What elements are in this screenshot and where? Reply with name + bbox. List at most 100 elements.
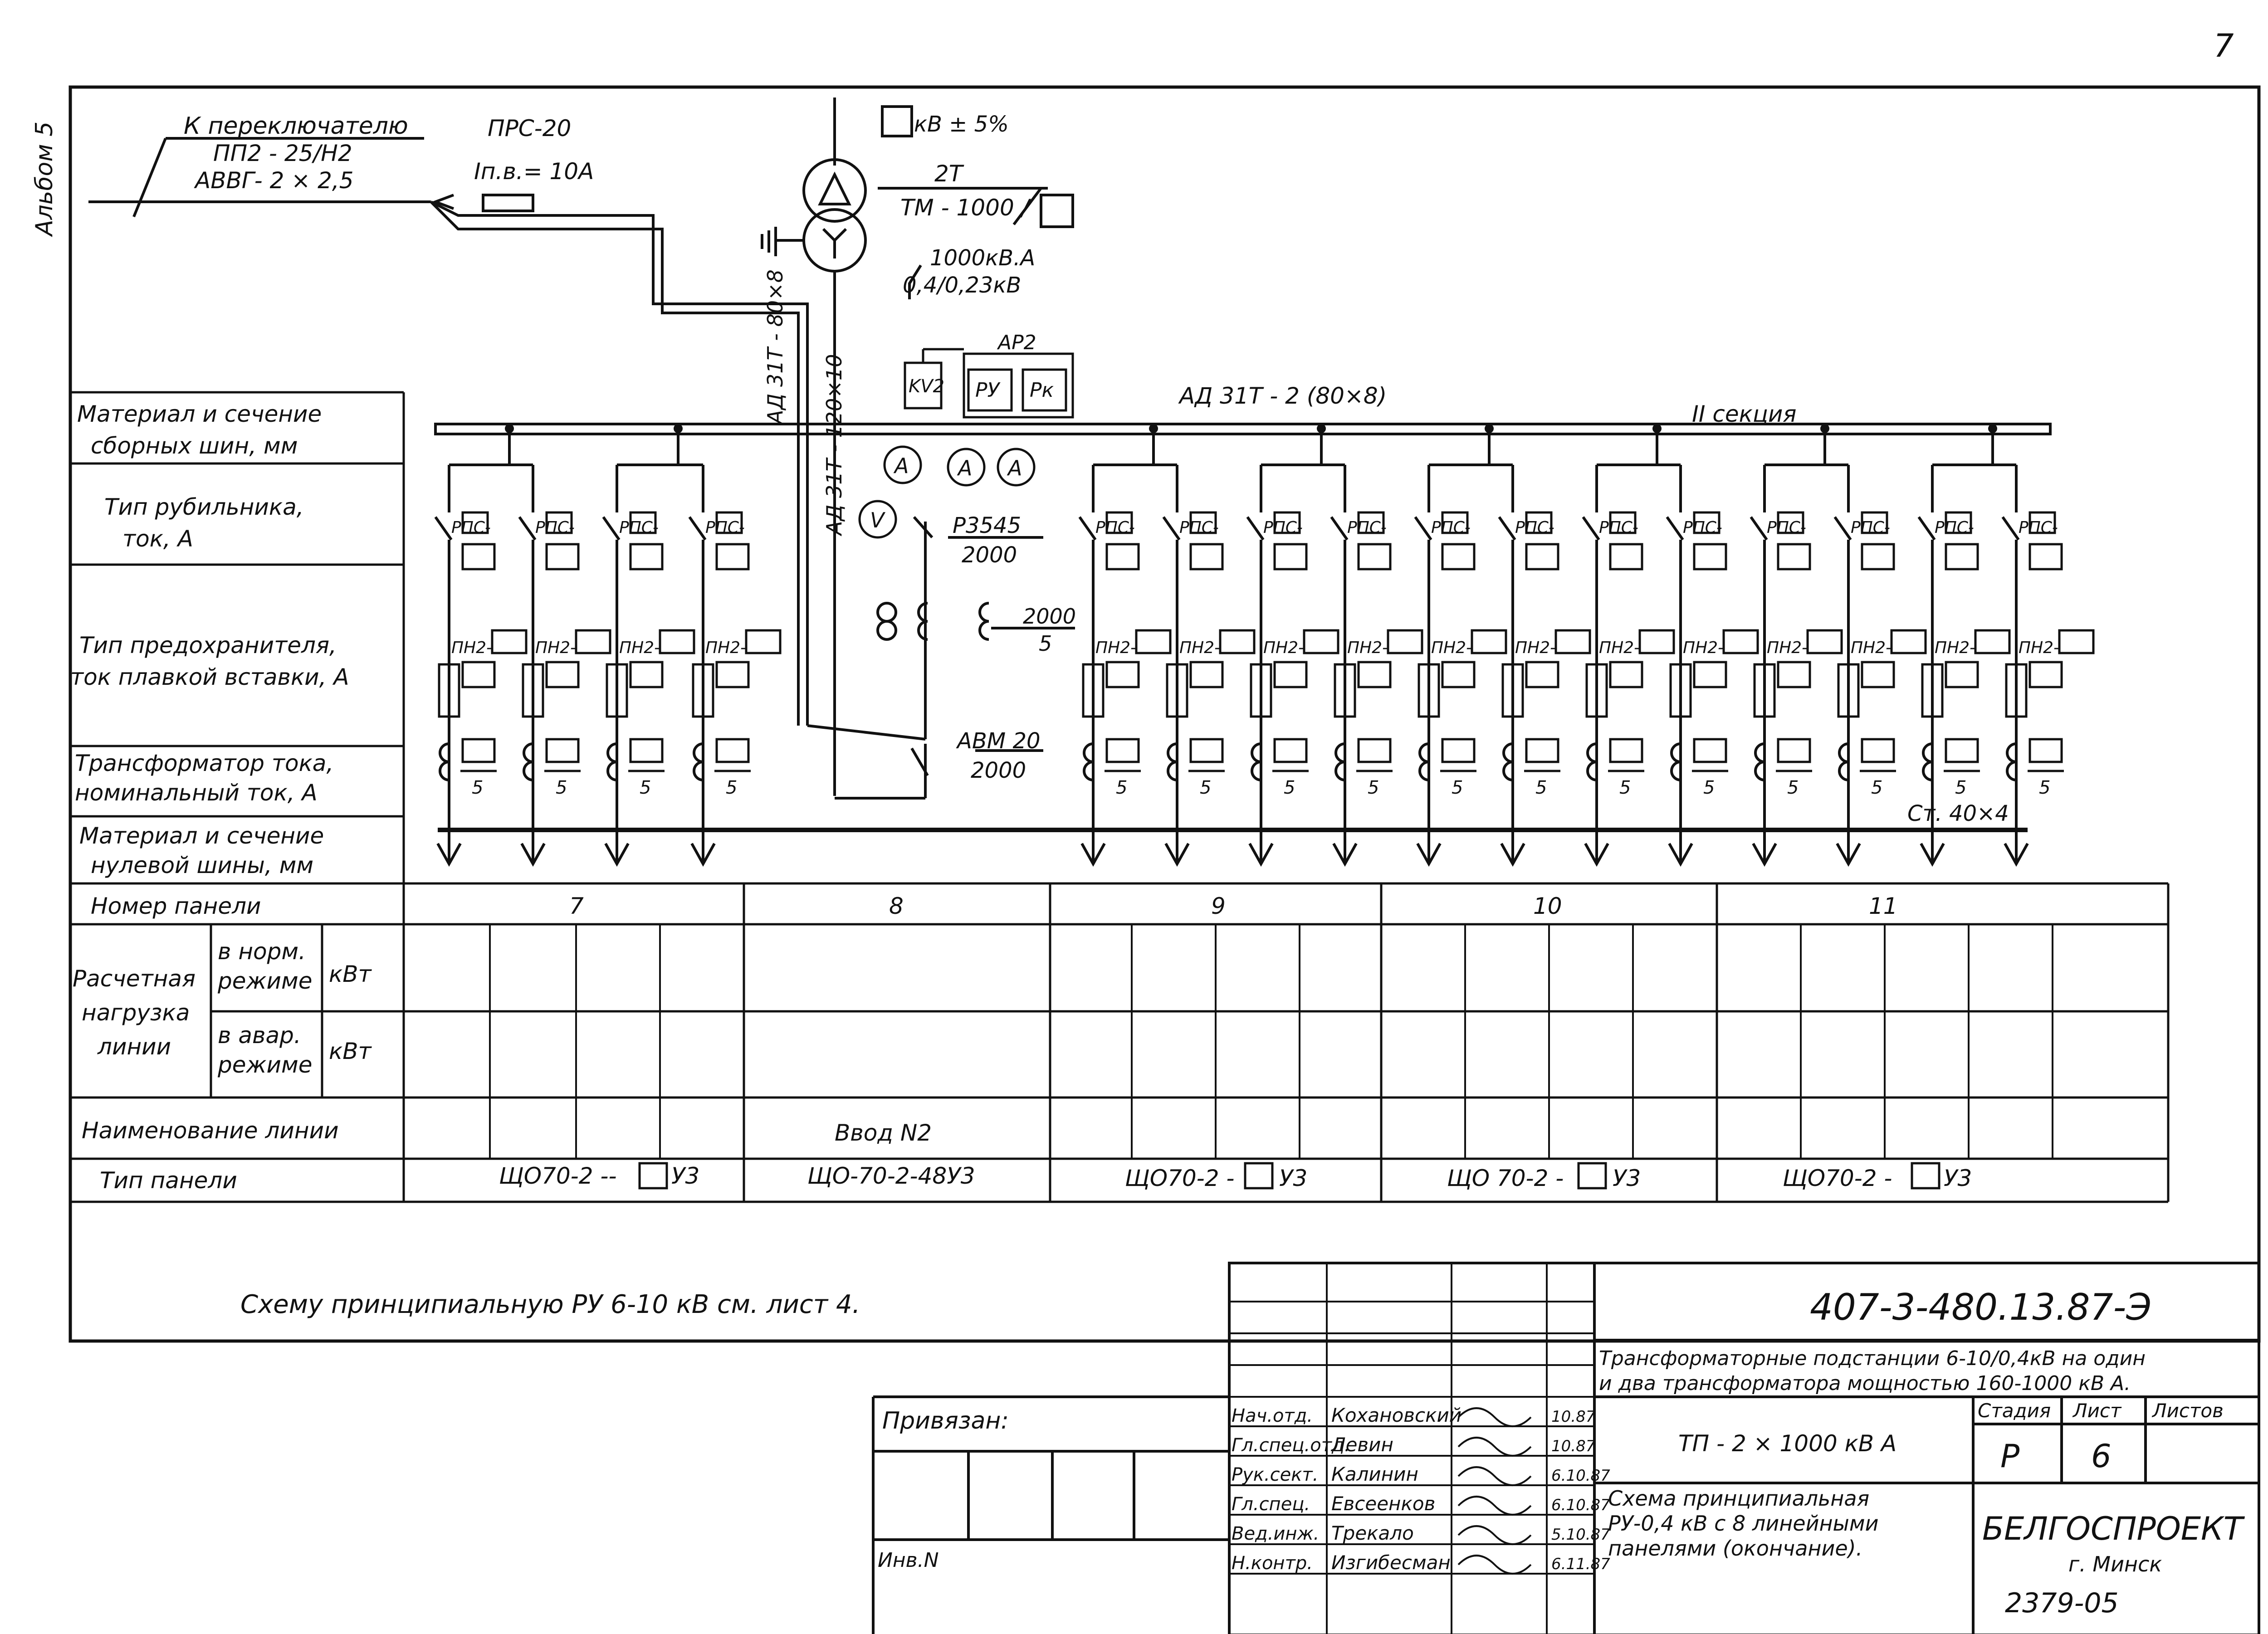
bus-connection-dot: [505, 424, 514, 433]
feeder-13-switch-current-box: [1861, 543, 1895, 571]
feed-fuse-type: ПРС-20: [488, 115, 571, 141]
staff-role: Нач.отд.: [1232, 1405, 1313, 1426]
feeder-8-fuse: [1418, 663, 1440, 718]
switch-current: 2000: [962, 542, 1017, 568]
feeder-6-fuse: [1250, 663, 1272, 718]
feeder-15-fuse-label: ПН2-: [2019, 639, 2059, 657]
zero-bus-label-2: нулевой шины, мм: [91, 852, 313, 878]
feeder-7-current-transformer: [1334, 742, 1345, 781]
ammeter-2-label: A: [957, 456, 972, 480]
panel-9-type-box: [1244, 1162, 1274, 1190]
feeder-1-switch-blade: [518, 516, 537, 541]
emergency-mode-label-2: режиме: [217, 1052, 313, 1078]
staff-name: Кохановский: [1331, 1404, 1461, 1426]
feeder-14-switch-blade: [1917, 516, 1936, 541]
feeder-6-current-transformer: [1251, 742, 1261, 781]
feeder-15-switch-current-box: [2028, 543, 2063, 571]
feeders: РПС-ПН2-5РПС-ПН2-5РПС-ПН2-5РПС-ПН2-5РПС-…: [434, 424, 2095, 867]
transformer-type: ТМ - 1000 /: [900, 195, 1031, 221]
feeder-7-fuse-box: [1387, 629, 1423, 654]
inv-label: Инв.N: [878, 1549, 939, 1572]
feeder-5-fuse-box: [1219, 629, 1256, 654]
feeder-7-fuse-label: ПН2-: [1347, 639, 1388, 657]
feed-label-1: К переключателю: [184, 112, 408, 140]
signature: [1457, 1555, 1532, 1575]
feeder-12-ct-secondary: 5: [1787, 777, 1799, 798]
feeder-5-current-transformer: [1167, 742, 1178, 781]
ammeter-3: [997, 448, 1036, 487]
feeder-4-fuse-box: [1135, 629, 1172, 654]
busbar-material-label-2: сборных шин, мм: [91, 433, 298, 459]
note-text: Схему принципиальную РУ 6-10 кВ см. лист…: [240, 1290, 860, 1319]
feeder-15-switch-blade: [2001, 516, 2020, 541]
drawing-title-2: РУ-0,4 кВ с 8 линейными: [1608, 1511, 1878, 1536]
busbar-material-label-1: Материал и сечение: [77, 401, 322, 427]
feeder-9-fuse-box: [1554, 629, 1591, 654]
panel-9-number: 9: [1211, 893, 1226, 919]
feeder-0-switch-label: РПС-: [451, 518, 491, 537]
feeder-2-ct-secondary: 5: [640, 777, 651, 798]
feeder-2-switch-blade: [602, 516, 621, 541]
feeder-4-switch-box: [1105, 511, 1133, 534]
feeder-1-fuse: [522, 663, 544, 718]
panel-9-type-suffix: У3: [1279, 1165, 1307, 1191]
feeder-4-ct-box: [1105, 738, 1140, 763]
feeder-1-fuse-box: [575, 629, 611, 654]
feeder-0-fuse-current-box: [461, 661, 496, 688]
project-title-1: Трансформаторные подстанции 6-10/0,4кВ н…: [1599, 1347, 2146, 1370]
feeder-0-switch-blade: [434, 516, 453, 541]
feeder-3-fuse-box: [745, 629, 782, 654]
feeder-15-switch-box: [2028, 511, 2056, 534]
feeder-4-switch-blade: [1078, 516, 1097, 541]
panel-7-type-suffix: У3: [671, 1163, 699, 1189]
feeder-6-switch-box: [1273, 511, 1301, 534]
feeder-14-fuse-label: ПН2-: [1935, 639, 1975, 657]
feeder-10-fuse-current-box: [1609, 661, 1643, 688]
normal-mode-label-2: режиме: [217, 968, 313, 994]
transformer-2t: кВ ± 5% 2Т ТМ - 1000 / 1000кВ.А 0,4/0,23…: [761, 98, 1074, 796]
bus-connection-dot: [674, 424, 683, 433]
drawing-title-3: панелями (окончание).: [1608, 1536, 1862, 1561]
staff-name: Левин: [1330, 1434, 1393, 1456]
feeder-15-current-transformer: [2006, 742, 2017, 781]
panel-8-line-name: Ввод N2: [835, 1120, 932, 1146]
panel-number-label: Номер панели: [91, 893, 261, 919]
sheet-frame: [68, 85, 2261, 1343]
feeder-6-fuse-label: ПН2-: [1263, 639, 1304, 657]
bus-connection-dot: [1988, 424, 1997, 433]
feeder-13-current-transformer: [1838, 742, 1849, 781]
feeder-5-switch-box: [1189, 511, 1217, 534]
feeder-2-ct-box: [629, 738, 664, 763]
feeder-7-ct-box: [1357, 738, 1392, 763]
feeder-14-ct-box: [1945, 738, 1979, 763]
feeder-5-fuse: [1166, 663, 1188, 718]
feeder-9-switch-box: [1525, 511, 1553, 534]
feeder-13-ct-secondary: 5: [1871, 777, 1882, 798]
feeder-2-fuse-label: ПН2-: [619, 639, 660, 657]
ct-label-2: номинальный ток, А: [75, 780, 318, 806]
staff-role: Н.контр.: [1232, 1553, 1313, 1574]
feeder-3-fuse-current-box: [715, 661, 750, 688]
calc-load-label-1: Расчетная: [73, 966, 196, 992]
feeder-9-fuse-label: ПН2-: [1515, 639, 1556, 657]
feeder-6-switch-blade: [1246, 516, 1265, 541]
signature: [1457, 1437, 1532, 1457]
feeder-1-ct-box: [545, 738, 580, 763]
bus-connection-dot: [1317, 424, 1326, 433]
drawing-title-1: Схема принципиальная: [1608, 1486, 1869, 1511]
feeder-14-switch-current-box: [1945, 543, 1979, 571]
sheet-number: 6: [2091, 1438, 2112, 1475]
feeder-12-fuse: [1753, 663, 1776, 718]
feeder-0-ct-box: [461, 738, 496, 763]
feeder-8-switch-current-box: [1441, 543, 1476, 571]
feeder-1-switch-current-box: [545, 543, 580, 571]
signature: [1457, 1496, 1532, 1516]
panel-7-type: ЩО70-2 --: [499, 1163, 617, 1189]
busbar-tap-2-label: АД 31Т - 120×10: [822, 354, 846, 537]
ru-label: РУ: [975, 379, 1001, 402]
feed-fuse-current: Iп.в.= 10А: [474, 158, 594, 185]
voltmeter-label: V: [870, 508, 886, 532]
tp-label: ТП - 2 × 1000 кВ А: [1678, 1430, 1897, 1457]
